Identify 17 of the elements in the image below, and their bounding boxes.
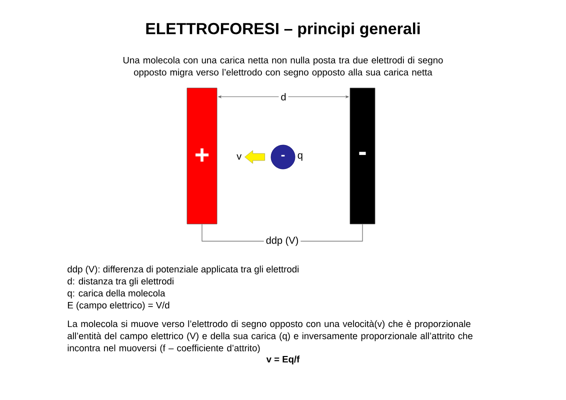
definition-text: ddp (V): differenza di potenziale applicata tra gli elettrodi <box>68 266 298 274</box>
electrode: - <box>350 88 376 224</box>
electrode: + <box>186 88 218 224</box>
explanation-text: La molecola si muove verso l’elettrodo di segno opposto con una velocità(v) che è proporzionale all’entità del campo elettrico (V) e della sua carica (q) e inversamente proporzionale all’attrito che incontra nel muoversi (f – coefficiente d’attrito) <box>68 320 472 354</box>
title: ELETTROFORESI – principi generali <box>146 22 420 38</box>
formula-text: v = Eq/f <box>266 356 300 364</box>
edge-label: ddp (V) <box>264 234 301 248</box>
intro-text: Una molecola con una carica netta non nulla posta tra due elettrodi di segno opposto migra verso l’elettrodo con segno opposto alla sua carica netta <box>123 56 443 78</box>
velocity-arrow <box>244 150 265 164</box>
velocity-label: v <box>236 154 242 160</box>
dimension-arrow <box>218 96 349 98</box>
definition-text: E (campo elettrico) = V/d <box>68 302 170 310</box>
definition-text: q: carica della molecola <box>68 290 166 298</box>
charged-molecule: - <box>270 144 296 170</box>
definition-text: d: distanza tra gli elettrodi <box>68 278 174 286</box>
edge-label: d <box>278 91 288 102</box>
charge-label: q <box>298 153 302 161</box>
